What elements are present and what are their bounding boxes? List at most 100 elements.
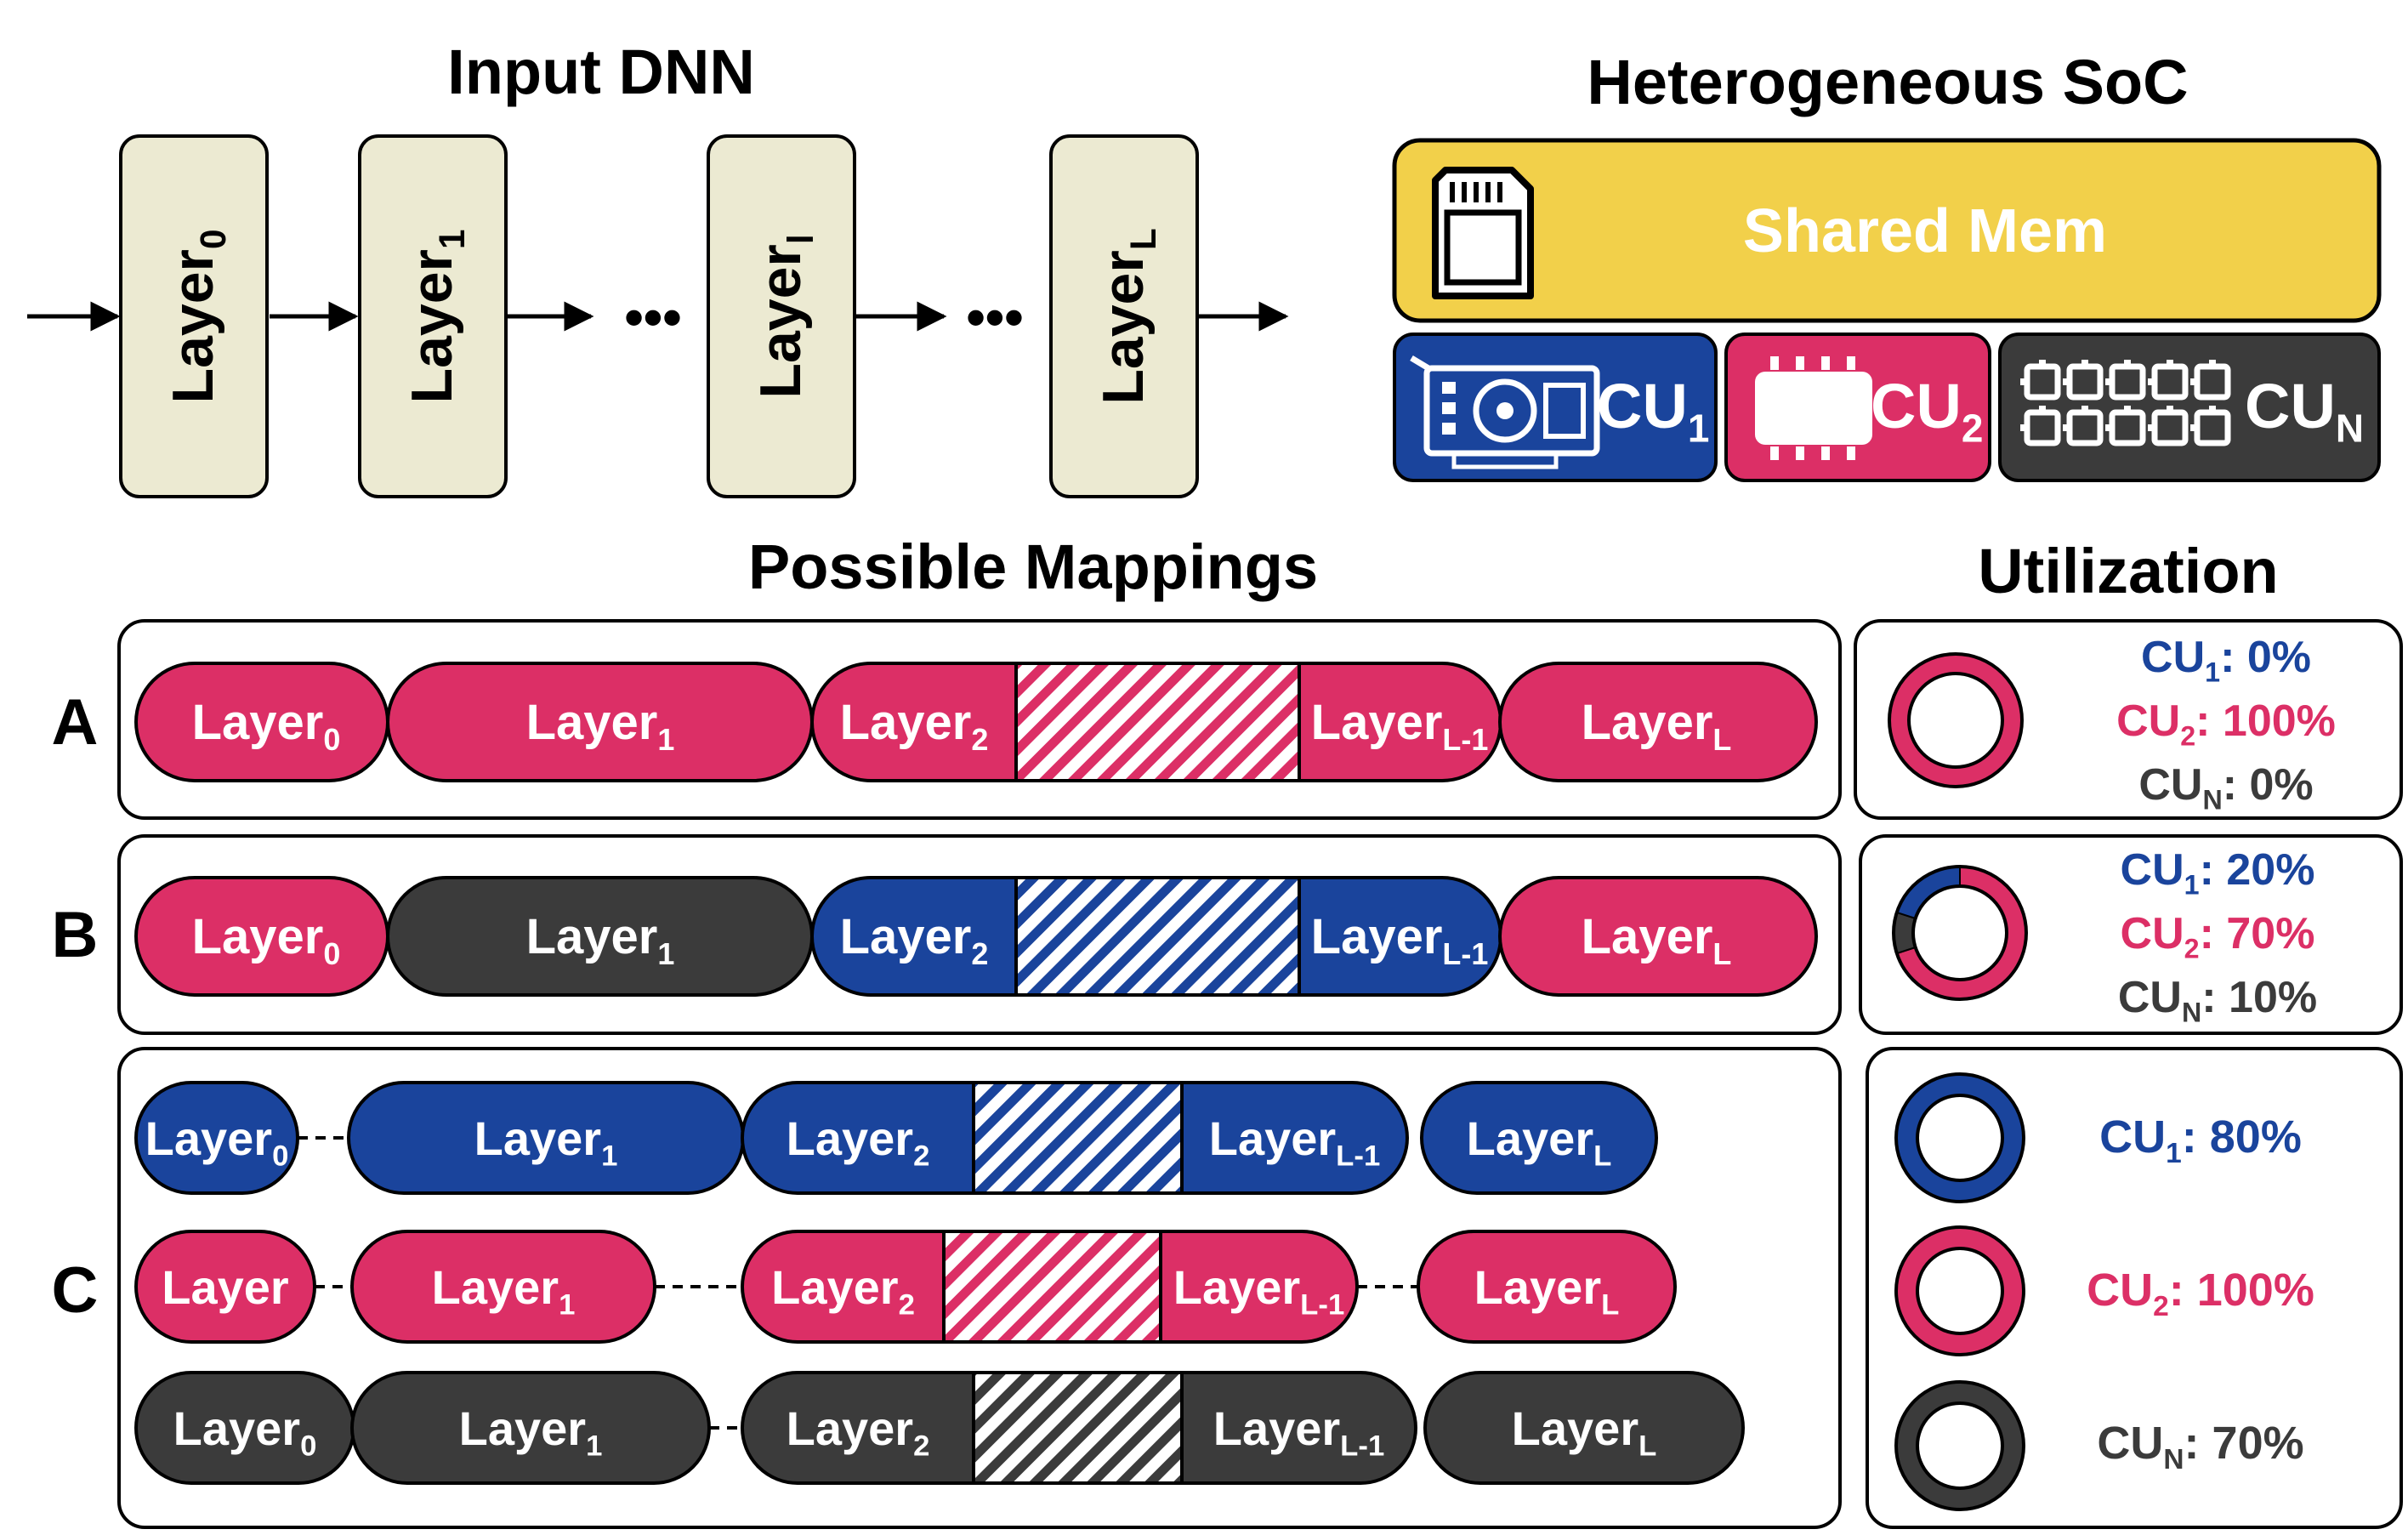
- mapping-segment-label-base: Layer: [771, 1260, 898, 1314]
- mapping-segment-label-base: Layer: [1582, 909, 1713, 964]
- mapping-segment-label: Layer2: [771, 1260, 915, 1321]
- mapping-segment-label: LayerL: [1467, 1111, 1612, 1172]
- mapping-segment-label-base: Layer: [192, 695, 324, 750]
- cu-label-1-subscript: 1: [1688, 406, 1710, 450]
- dnn-layer-label: Layer0: [161, 230, 233, 404]
- util-base: CU: [2121, 845, 2184, 895]
- mapping-segment-label-subscript: 2: [971, 722, 988, 757]
- util-base: CU: [2097, 1418, 2163, 1469]
- mapping-segment-label-subscript: 1: [586, 1430, 602, 1462]
- util-value: : 70%: [2184, 1418, 2304, 1469]
- mapping-segment-label: LayerL: [1474, 1260, 1620, 1321]
- mapping-segment-label-base: Layer: [526, 909, 658, 964]
- mapping-segment: [1423, 1371, 1745, 1485]
- mapping-segment-label-base: Layer: [192, 909, 324, 964]
- sd-card-icon: [1432, 167, 1534, 299]
- cu-label-2: CU2: [1871, 371, 1983, 450]
- util-value: : 100%: [2169, 1265, 2314, 1316]
- util-subscript: 2: [2180, 720, 2195, 751]
- mapping-segment-label-base: Layer: [1173, 1260, 1300, 1314]
- util-value: : 80%: [2182, 1111, 2302, 1163]
- donut-slice: [1889, 654, 2022, 787]
- dnn-layer-label-base: Layer: [400, 249, 464, 403]
- utilization-label-cu2: CU2: 70%: [2121, 909, 2315, 964]
- mapping-segment: [350, 1371, 711, 1485]
- mapping-segment-label: LayerL-1: [1311, 909, 1489, 971]
- util-subscript: 1: [2205, 657, 2220, 687]
- util-value: : 20%: [2200, 845, 2315, 895]
- dnn-layer-label-subscript: 0: [193, 230, 233, 249]
- mapping-segment-label: LayerL-1: [1209, 1111, 1381, 1172]
- utilization-label-cun: CUN: 0%: [2138, 760, 2313, 815]
- mapping-segment-label: Layer2: [840, 695, 989, 757]
- mapping-segment-label-subscript: L: [1601, 1288, 1619, 1321]
- hatched-gap-region: [972, 1081, 1184, 1195]
- mapping-row-label: C: [52, 1254, 99, 1327]
- mapping-segment: [350, 1230, 656, 1344]
- util-base: CU: [2087, 1265, 2153, 1316]
- dnn-ellipsis: •••: [624, 287, 681, 348]
- mapping-segment-label-base: Layer: [459, 1401, 586, 1455]
- mapping-segment-label: LayerL: [1512, 1401, 1657, 1462]
- mapping-segment-label: LayerL: [1582, 909, 1732, 971]
- util-value: : 0%: [2223, 760, 2314, 810]
- mapping-segment: [134, 662, 389, 782]
- soc-title: Heterogeneous SoC: [1587, 47, 2188, 117]
- mapping-segment-label-base: Layer: [1582, 695, 1713, 750]
- mapping-segment-label-subscript: L-1: [1300, 1288, 1344, 1321]
- util-subscript: N: [2163, 1444, 2184, 1475]
- dnn-layer-label-subscript: l: [781, 234, 821, 244]
- utilization-label-cu1: CU1: 80%: [2099, 1111, 2302, 1169]
- util-value: : 70%: [2200, 909, 2315, 958]
- mapping-segment: [134, 876, 389, 997]
- mapping-segment: [1417, 1230, 1677, 1344]
- util-subscript: 1: [2184, 869, 2200, 900]
- mapping-segment-label: Layer0: [192, 909, 341, 971]
- cu-label-3-subscript: N: [2336, 406, 2364, 450]
- mapping-segment-label-subscript: L-1: [1340, 1430, 1384, 1462]
- input-dnn-title: Input DNN: [447, 37, 755, 107]
- cu-label-1-base: CU: [1597, 371, 1688, 441]
- utilization-label-cun: CUN: 70%: [2097, 1418, 2303, 1475]
- mapping-segment-label-base: Layer: [526, 695, 658, 750]
- util-base: CU: [2138, 760, 2202, 810]
- mapping-segment-label: Layer2: [787, 1401, 930, 1462]
- mapping-segment: [386, 876, 814, 997]
- mapping-segment-label: LayerL: [1582, 695, 1732, 757]
- dnn-layer-box: [358, 134, 508, 498]
- dnn-layer-box: [119, 134, 269, 498]
- mapping-segment-label-base: Layer: [1474, 1260, 1601, 1314]
- dnn-layer-label-subscript: 1: [432, 230, 472, 249]
- mapping-segment-label: Layer0: [173, 1401, 317, 1462]
- mapping-segment-label-subscript: 1: [559, 1288, 575, 1321]
- mapping-segment-label-subscript: L-1: [1442, 936, 1488, 971]
- cu-label-3: CUN: [2245, 371, 2364, 450]
- mapping-segment-label-base: Layer: [162, 1260, 288, 1314]
- chip-array-icon: [2020, 360, 2231, 446]
- mapping-segment-label-base: Layer: [432, 1260, 559, 1314]
- util-base: CU: [2116, 696, 2180, 746]
- util-base: CU: [2141, 633, 2205, 682]
- mapping-segment-label-subscript: L-1: [1442, 722, 1488, 757]
- mapping-segment-label-base: Layer: [787, 1401, 913, 1455]
- mapping-segment-label-base: Layer: [173, 1401, 300, 1455]
- gpu-card-icon: [1410, 355, 1600, 469]
- util-base: CU: [2099, 1111, 2166, 1163]
- utilization-label-cu1: CU1: 20%: [2121, 845, 2315, 900]
- mapping-segment-label-base: Layer: [1311, 695, 1443, 750]
- dnn-layer-label-subscript: L: [1123, 228, 1163, 250]
- mapping-segment-label: Layer0: [145, 1111, 289, 1172]
- dnn-layer-label: LayerL: [1091, 228, 1163, 404]
- mapping-segment-label-base: Layer: [145, 1111, 272, 1165]
- util-value: : 0%: [2220, 633, 2311, 682]
- utilization-label-cun: CUN: 10%: [2118, 973, 2317, 1027]
- cu-label-2-subscript: 2: [1962, 406, 1984, 450]
- mapping-segment: [1498, 876, 1818, 997]
- chip-icon: [1755, 356, 1872, 460]
- utilization-title: Utilization: [1978, 536, 2279, 606]
- dnn-layer-label-base: Layer: [161, 249, 225, 403]
- utilization-label-cu2: CU2: 100%: [2087, 1265, 2314, 1322]
- mapping-segment: [1498, 662, 1818, 782]
